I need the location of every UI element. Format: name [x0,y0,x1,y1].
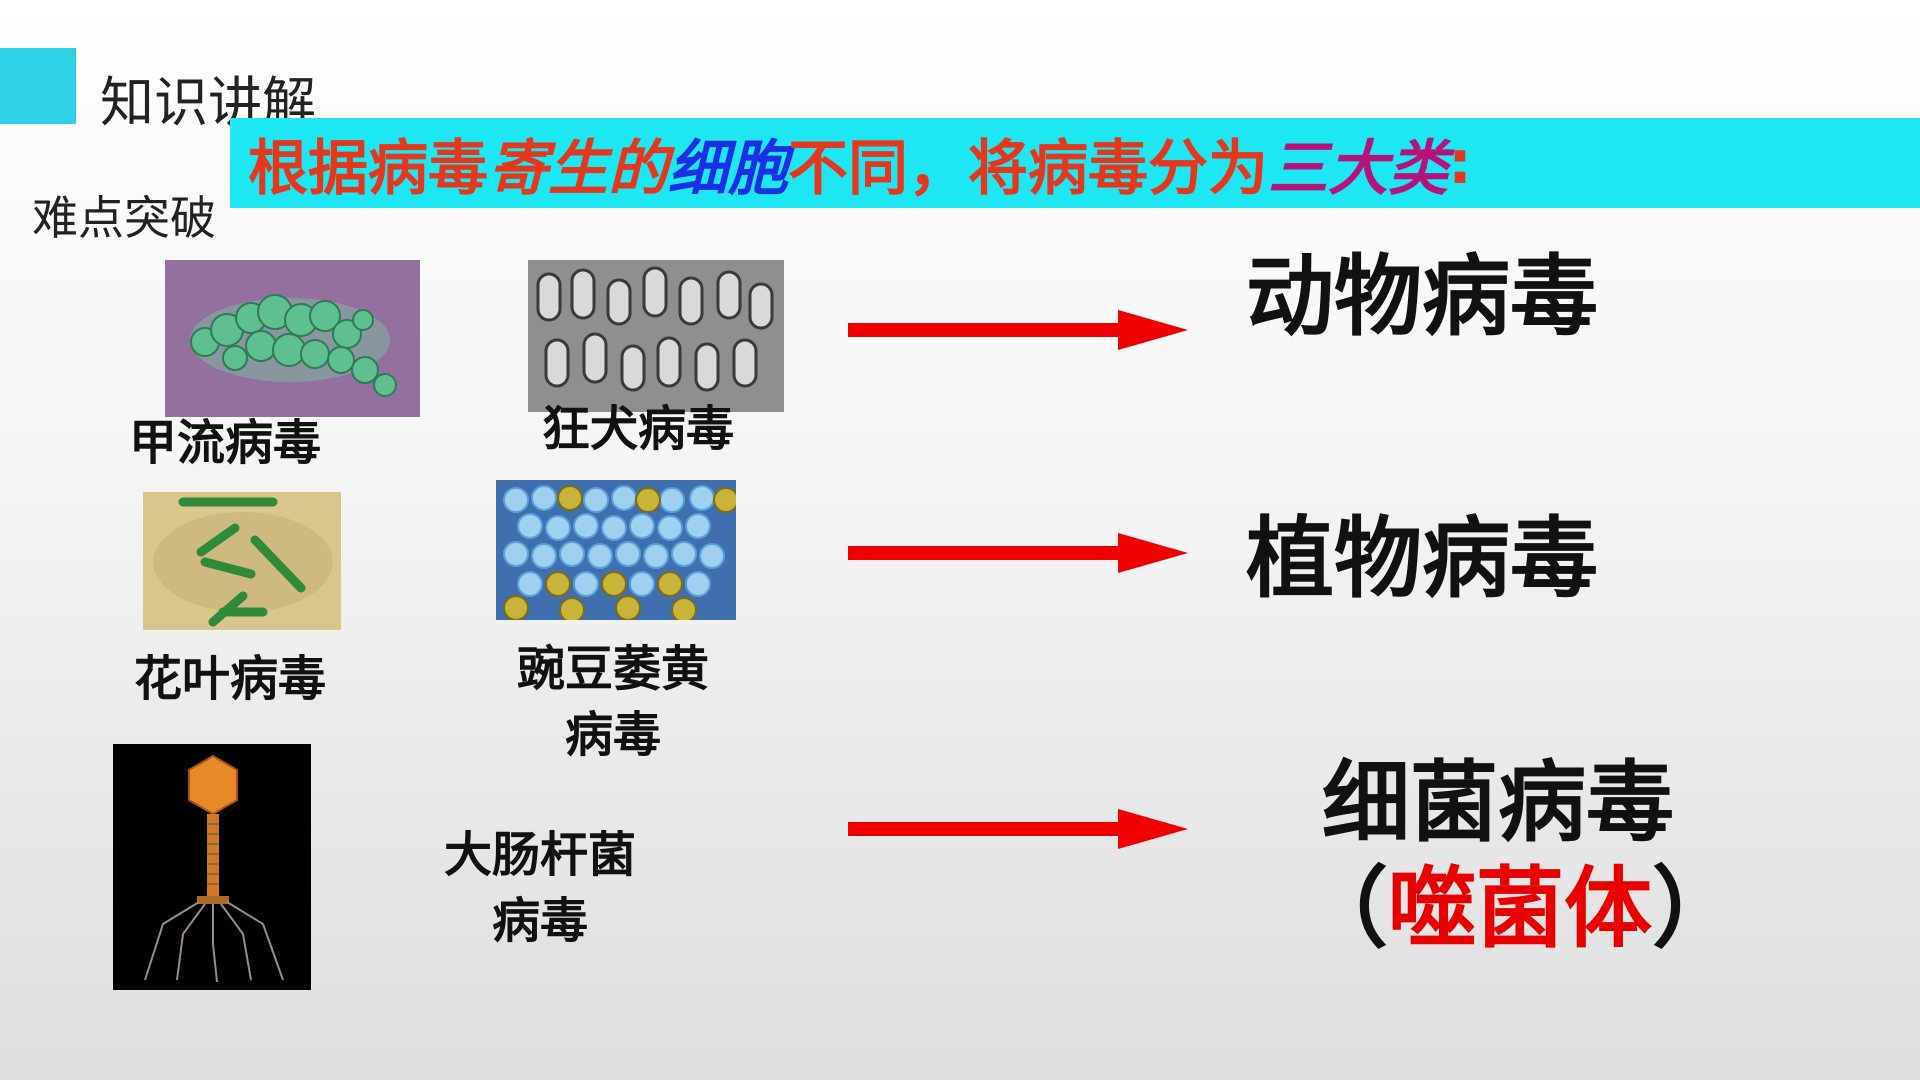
rabies-virus-label: 狂犬病毒 [541,401,734,457]
banner-part-3: 细胞 [668,133,788,204]
pea-virus-label-line1: 豌豆萎黄 [516,641,709,697]
ecoli-virus-label-line1: 大肠杆菌 [443,827,636,883]
sub-title: 难点突破 [32,191,216,245]
pea-virus-photo [496,480,736,620]
banner-part-5: 三大类 [1268,133,1448,204]
arrow-animal [848,310,1188,350]
mosaic-virus-photo [143,492,341,630]
mosaic-virus-label: 花叶病毒 [133,651,326,707]
phage-term: 噬菌体 [1388,857,1653,960]
flu-virus-label: 甲流病毒 [128,415,321,471]
flu-virus-photo [165,260,420,417]
paren-close: ） [1652,857,1741,960]
phage-line: （噬菌体） [1300,838,1740,965]
headline-banner: 根据病毒 寄生的 细胞 不同，将病毒分为 三大类 : [230,118,1920,208]
banner-part-4: 不同，将病毒分为 [788,133,1268,204]
pea-virus-label: 豌豆萎黄 病毒 [490,636,736,768]
pea-virus-label-line2: 病毒 [564,707,661,763]
paren-open: （ [1300,857,1389,960]
banner-part-2: 寄生的 [488,133,668,204]
arrow-plant [848,533,1188,573]
corner-accent-block [0,48,76,124]
ecoli-virus-label: 大肠杆菌 病毒 [420,822,660,954]
phage-photo [113,744,311,990]
category-plant: 植物病毒 [1246,507,1599,610]
rabies-virus-photo [528,260,784,412]
banner-part-6: : [1448,128,1472,198]
ecoli-virus-label-line2: 病毒 [491,893,588,949]
banner-part-1: 根据病毒 [248,133,488,204]
arrow-bacteria [848,809,1188,849]
category-animal: 动物病毒 [1246,245,1599,348]
category-bacteria: 细菌病毒 [1322,751,1675,854]
